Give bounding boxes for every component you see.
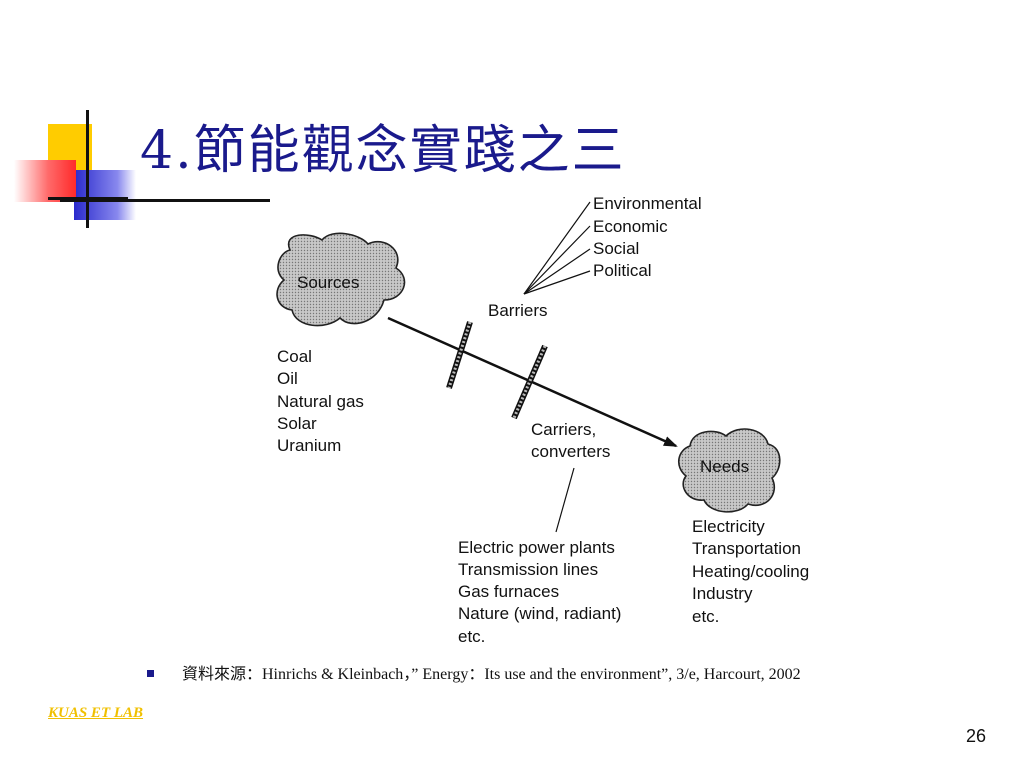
barrier-fan-lines (523, 201, 591, 295)
carriers-label-line1: Carriers, (531, 420, 596, 439)
footer-lab-label: KUAS ET LAB (48, 705, 144, 721)
source-item-solar: Solar (277, 414, 317, 433)
deco-horizontal-line-short (48, 197, 128, 200)
need-item-industry: Industry (692, 584, 753, 603)
barriers-label: Barriers (488, 301, 548, 320)
carrier-item-transmission-lines: Transmission lines (458, 560, 598, 579)
source-item-natural-gas: Natural gas (277, 392, 364, 411)
need-item-transportation: Transportation (692, 539, 801, 558)
barrier-item-political: Political (593, 261, 652, 280)
sources-label: Sources (297, 273, 359, 292)
need-item-electricity: Electricity (692, 517, 765, 536)
carrier-item-gas-furnaces: Gas furnaces (458, 582, 559, 601)
title-underline (60, 199, 270, 202)
barrier-item-social: Social (593, 239, 639, 258)
source-caption-text: 資料來源：Hinrichs & Kleinbach，” Energy：Its u… (182, 666, 801, 683)
caption-bullet (147, 670, 154, 677)
carrier-item-nature: Nature (wind, radiant) (458, 604, 621, 623)
source-item-uranium: Uranium (277, 436, 341, 455)
source-item-coal: Coal (277, 347, 312, 366)
deco-red-block (14, 160, 76, 202)
barrier-bar-2 (511, 344, 548, 420)
sources-cloud (276, 232, 406, 327)
deco-vertical-line (86, 110, 89, 228)
carrier-item-etc: etc. (458, 627, 485, 646)
needs-cloud (678, 428, 781, 513)
page-number: 26 (966, 726, 987, 746)
barrier-item-environmental: Environmental (593, 194, 702, 213)
carriers-pointer-line (555, 467, 575, 533)
carriers-label-line2: converters (531, 442, 610, 461)
needs-label: Needs (700, 457, 749, 476)
deco-blue-block (74, 170, 136, 220)
barrier-item-economic: Economic (593, 217, 668, 236)
carrier-item-power-plants: Electric power plants (458, 538, 615, 557)
need-item-etc: etc. (692, 607, 719, 626)
need-item-heating-cooling: Heating/cooling (692, 562, 809, 581)
barrier-bar-1 (446, 321, 473, 389)
slide-title: 4.節能觀念實踐之三 (140, 121, 626, 181)
source-item-oil: Oil (277, 369, 298, 388)
